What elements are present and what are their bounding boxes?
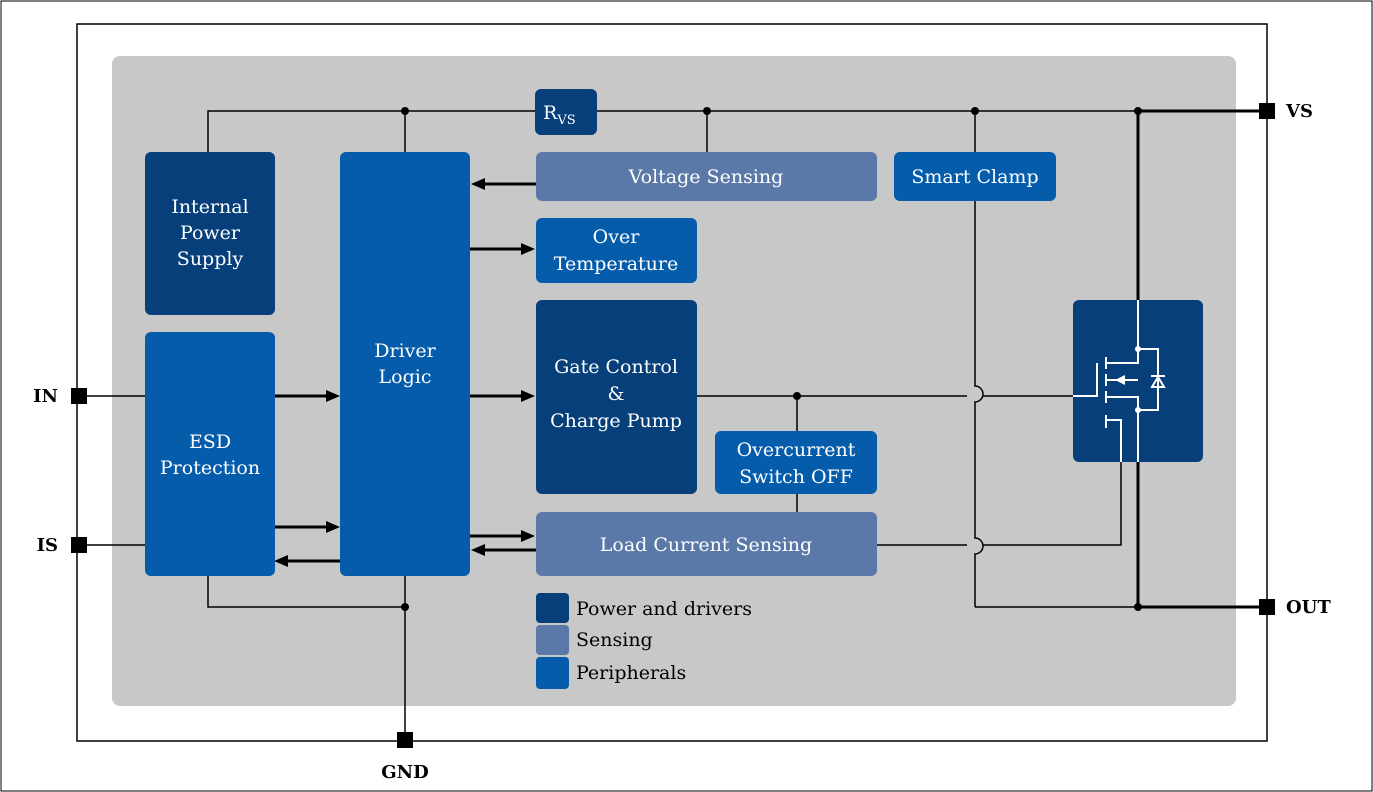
block-smart-clamp: Smart Clamp	[894, 152, 1056, 201]
gate-control-line-3: Charge Pump	[550, 410, 682, 432]
smart-clamp-label: Smart Clamp	[911, 166, 1038, 188]
pin-is-square-icon	[71, 537, 87, 553]
rvs-main: R	[543, 102, 558, 124]
pin-is-label: IS	[37, 535, 58, 556]
block-rvs: RVS	[535, 89, 597, 135]
signal-arrows	[274, 178, 536, 567]
legend-label-power: Power and drivers	[576, 598, 752, 620]
load-current-sensing-label: Load Current Sensing	[600, 534, 812, 556]
esd-protection-line-2: Protection	[160, 457, 260, 479]
over-temperature-line-1: Over	[593, 226, 641, 248]
legend: Power and drivers Sensing Peripherals	[536, 593, 752, 689]
block-voltage-sensing: Voltage Sensing	[536, 152, 877, 201]
legend-item-peripherals: Peripherals	[536, 657, 686, 689]
pin-vs-label: VS	[1285, 101, 1313, 122]
legend-item-power: Power and drivers	[536, 593, 752, 623]
pin-vs-square-icon	[1259, 103, 1275, 119]
legend-swatch-sensing	[536, 625, 569, 655]
pin-in-label: IN	[33, 386, 58, 407]
mosfet-junctions	[1135, 346, 1141, 413]
pin-in: IN	[33, 386, 87, 407]
power-buses	[1136, 109, 1266, 609]
legend-label-peripherals: Peripherals	[576, 662, 686, 684]
overcurrent-line-1: Overcurrent	[737, 439, 856, 461]
pin-gnd-label: GND	[381, 762, 428, 783]
over-temperature-line-2: Temperature	[554, 253, 678, 275]
mosfet-symbol-icon	[1073, 300, 1159, 462]
mosfet-arrow-icon	[1115, 375, 1125, 385]
legend-item-sensing: Sensing	[536, 625, 653, 655]
pin-out-square-icon	[1259, 599, 1275, 615]
block-overcurrent: Overcurrent Switch OFF	[715, 431, 877, 494]
block-gate-control: Gate Control & Charge Pump	[536, 300, 697, 494]
block-driver-logic: Driver Logic	[340, 152, 470, 576]
wires	[84, 110, 1138, 740]
internal-power-supply-line-3: Supply	[177, 248, 244, 270]
rvs-subscript: VS	[556, 113, 575, 128]
pin-in-square-icon	[71, 388, 87, 404]
legend-swatch-power	[536, 593, 569, 623]
rvs-label: RVS	[543, 102, 576, 128]
voltage-sensing-label: Voltage Sensing	[628, 166, 784, 188]
block-esd-protection: ESD Protection	[145, 332, 275, 576]
overcurrent-line-2: Switch OFF	[739, 466, 853, 488]
pin-vs: VS	[1259, 101, 1313, 122]
legend-swatch-peripherals	[536, 657, 569, 689]
block-internal-power-supply: Internal Power Supply	[145, 152, 275, 315]
driver-logic-line-2: Logic	[379, 366, 432, 388]
pin-out: OUT	[1259, 597, 1331, 618]
pin-out-label: OUT	[1286, 597, 1331, 618]
block-over-temperature: Over Temperature	[536, 218, 697, 283]
pin-gnd-square-icon	[397, 732, 413, 748]
block-power-mosfet	[1073, 300, 1203, 462]
pin-is: IS	[37, 535, 87, 556]
pin-gnd: GND	[381, 732, 429, 783]
esd-protection-line-1: ESD	[189, 431, 231, 453]
internal-power-supply-line-1: Internal	[171, 196, 248, 218]
legend-label-sensing: Sensing	[576, 629, 653, 651]
gate-control-line-1: Gate Control	[554, 356, 678, 378]
internal-power-supply-line-2: Power	[180, 222, 241, 244]
driver-logic-line-1: Driver	[374, 340, 436, 362]
block-load-current-sensing: Load Current Sensing	[536, 512, 877, 576]
junctions	[401, 107, 1142, 611]
gate-control-line-2: &	[608, 383, 625, 405]
body-diode-icon	[1150, 375, 1166, 388]
